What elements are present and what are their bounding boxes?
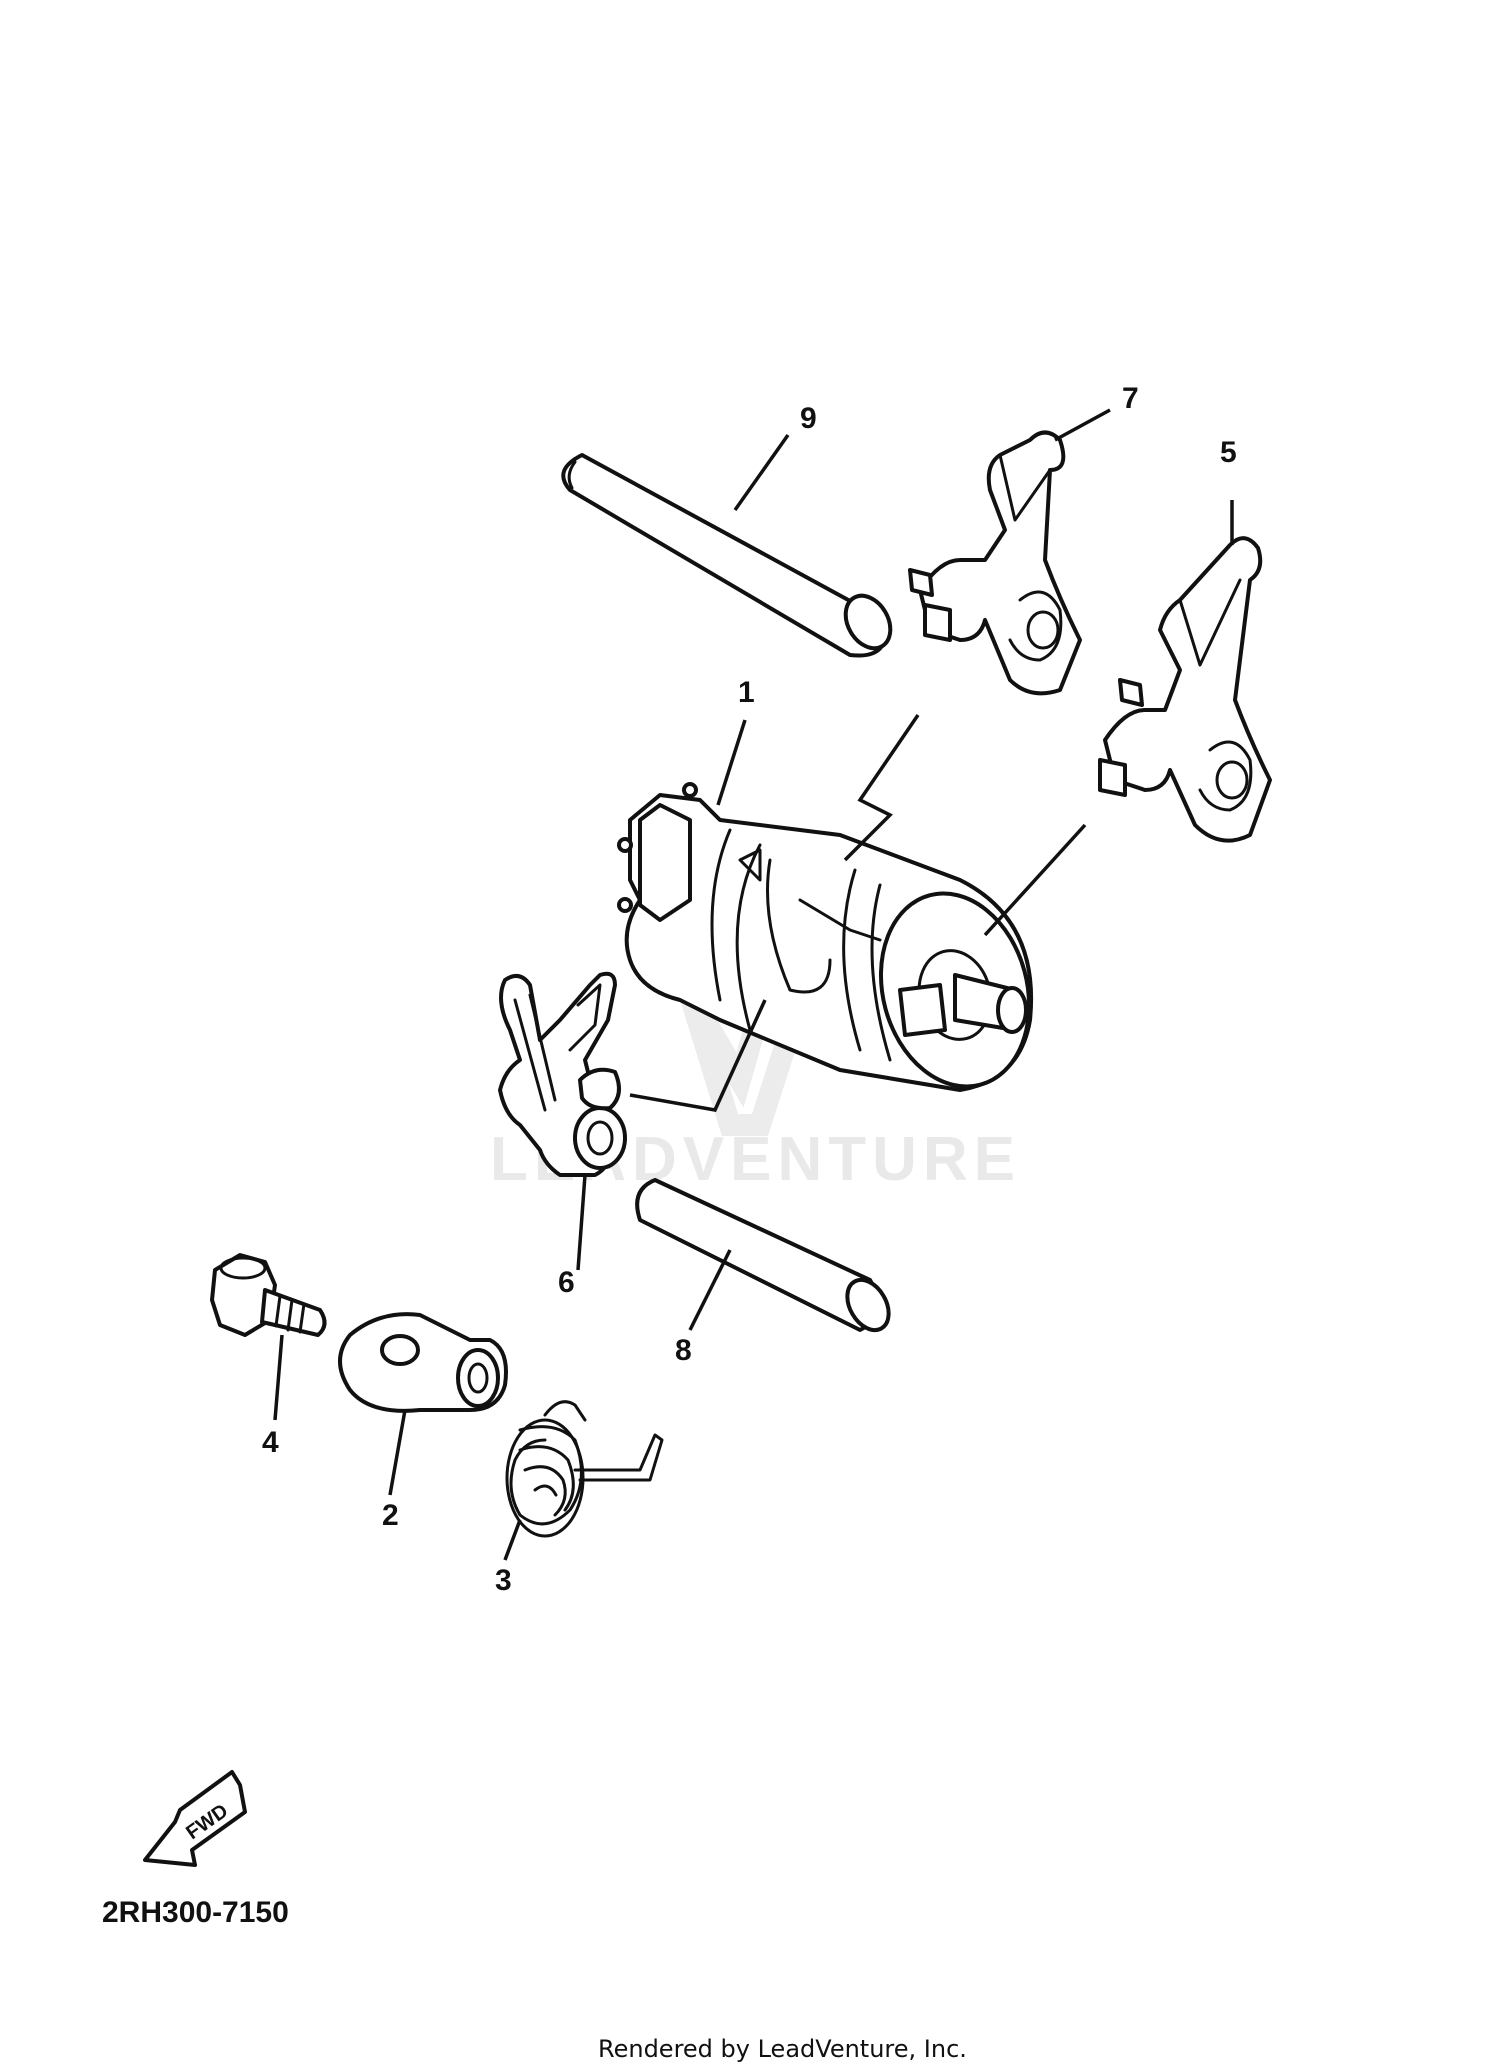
callouts: 9 7 5 1 6 8 4 2 3 — [262, 382, 1237, 1597]
callout-8: 8 — [675, 1334, 692, 1367]
part-7-shift-fork[interactable] — [908, 430, 1082, 696]
part-6-shift-fork[interactable] — [498, 971, 627, 1177]
drawing-code: 2RH300-7150 — [102, 1896, 289, 1929]
part-2-stopper-lever[interactable] — [338, 1312, 508, 1413]
callout-2: 2 — [382, 1499, 399, 1532]
part-4-bolt[interactable] — [210, 1253, 327, 1337]
part-3-torsion-spring[interactable] — [505, 1400, 664, 1538]
callout-5: 5 — [1220, 436, 1237, 469]
callout-4: 4 — [262, 1426, 279, 1459]
part-1-shift-cam[interactable] — [617, 782, 1050, 1103]
callout-1: 1 — [738, 676, 755, 709]
part-9-guide-bar[interactable] — [561, 453, 899, 658]
footer-credit: Rendered by LeadVenture, Inc. — [598, 2035, 967, 2063]
callout-3: 3 — [495, 1564, 512, 1597]
part-8-guide-bar[interactable] — [635, 1178, 897, 1337]
callout-7: 7 — [1122, 382, 1139, 415]
callout-6: 6 — [558, 1266, 575, 1299]
fwd-arrow: FWD — [143, 1770, 247, 1867]
part-5-shift-fork[interactable] — [1098, 536, 1272, 843]
leader-lines — [273, 408, 1234, 1561]
callout-9: 9 — [800, 402, 817, 435]
